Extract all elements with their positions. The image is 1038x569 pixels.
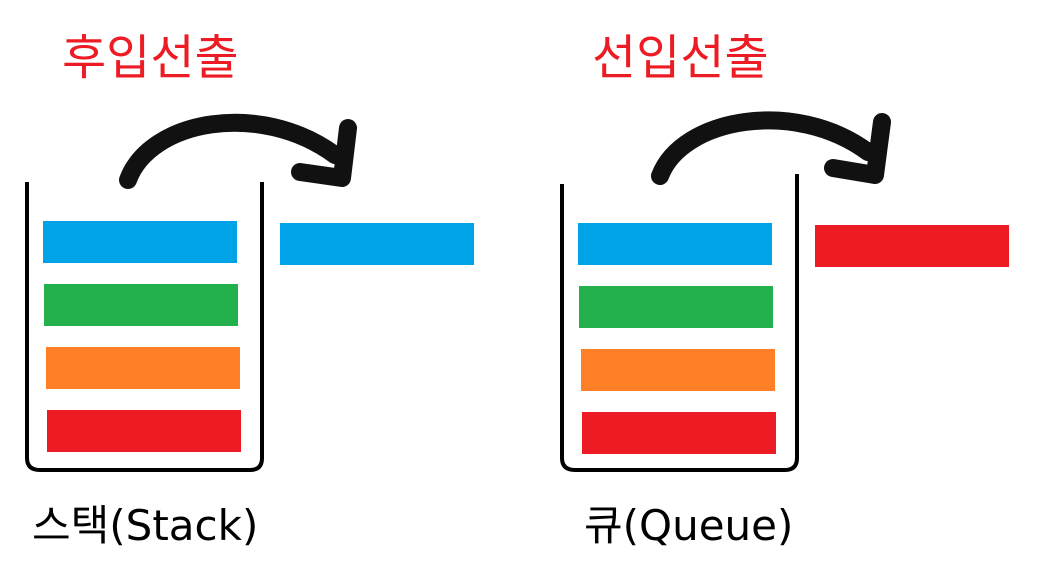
queue-caption: 큐(Queue) xyxy=(584,501,794,550)
queue-curved-arrow-icon xyxy=(651,111,891,185)
queue-removed-item xyxy=(815,225,1009,267)
queue-item xyxy=(579,286,773,328)
stack-removed-item xyxy=(280,223,474,265)
stack-item xyxy=(47,410,241,452)
stack-item xyxy=(44,284,238,326)
queue-item xyxy=(582,412,776,454)
stack-container xyxy=(25,182,264,472)
queue-item xyxy=(581,349,775,391)
queue-container xyxy=(560,174,799,472)
stack-caption: 스택(Stack) xyxy=(32,501,259,550)
stack-title: 후입선출 xyxy=(62,30,239,86)
queue-title: 선입선출 xyxy=(592,30,769,86)
stack-curved-arrow-icon xyxy=(119,113,357,189)
queue-item xyxy=(578,223,772,265)
stack-item xyxy=(46,347,240,389)
stack-item xyxy=(43,221,237,263)
